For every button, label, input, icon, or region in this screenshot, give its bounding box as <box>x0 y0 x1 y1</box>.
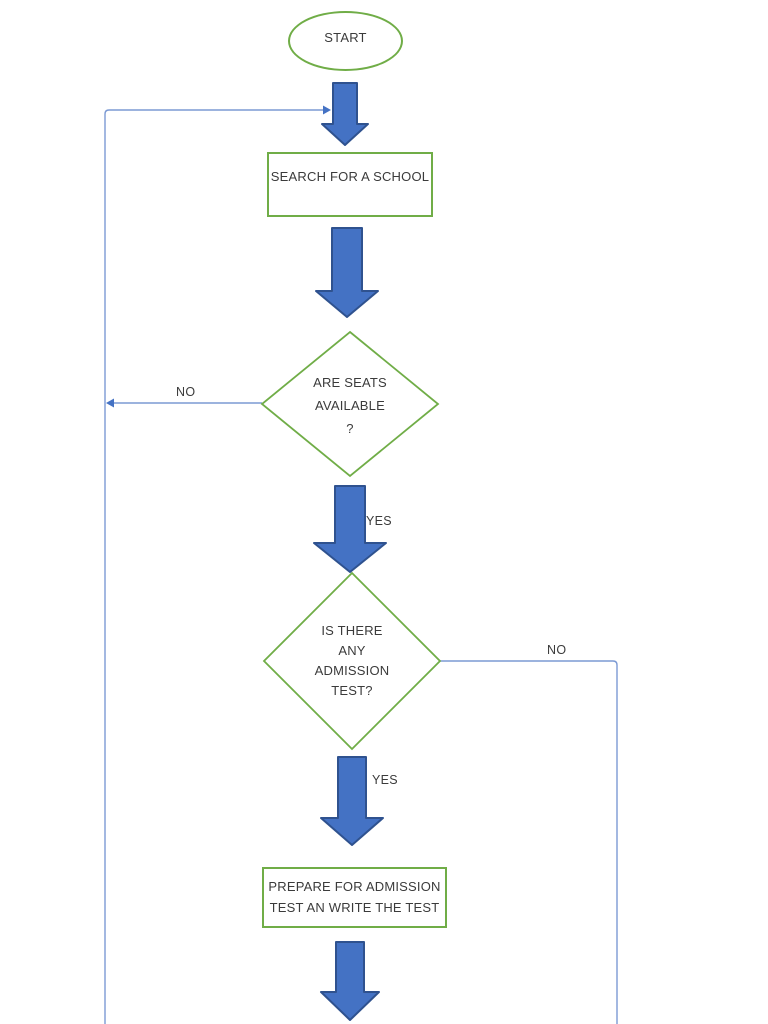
seats-no-edge-label: NO <box>176 385 196 399</box>
search-to-seats-block-arrow <box>315 227 379 318</box>
admission-no-edge-label: NO <box>547 643 567 657</box>
admission-no-connector <box>440 660 618 1024</box>
seats-no-arrowhead-icon <box>106 398 114 408</box>
start-label: START <box>324 30 367 45</box>
seats-decision-label: ARE SEATS AVAILABLE ? <box>313 375 387 436</box>
admission-decision-label: IS THERE ANY ADMISSION TEST? <box>314 623 390 698</box>
admission-yes-block-arrow <box>320 756 384 846</box>
start-to-search-block-arrow <box>321 82 369 146</box>
loop-back-arrowhead-icon <box>323 105 331 115</box>
prepare-label: PREPARE FOR ADMISSION TEST AN WRITE THE … <box>268 879 441 915</box>
seats-yes-edge-label: YES <box>366 514 392 528</box>
admission-decision-diamond <box>262 571 442 751</box>
prepare-process-box: PREPARE FOR ADMISSION TEST AN WRITE THE … <box>262 867 447 928</box>
seats-yes-block-arrow <box>313 485 387 573</box>
loop-back-connector <box>104 109 323 1024</box>
start-terminator: START <box>288 11 403 71</box>
prepare-exit-block-arrow <box>320 941 380 1021</box>
search-process-box: SEARCH FOR A SCHOOL <box>267 152 433 217</box>
seats-decision-diamond <box>260 330 440 478</box>
admission-yes-edge-label: YES <box>372 773 398 787</box>
search-label: SEARCH FOR A SCHOOL <box>270 169 430 184</box>
